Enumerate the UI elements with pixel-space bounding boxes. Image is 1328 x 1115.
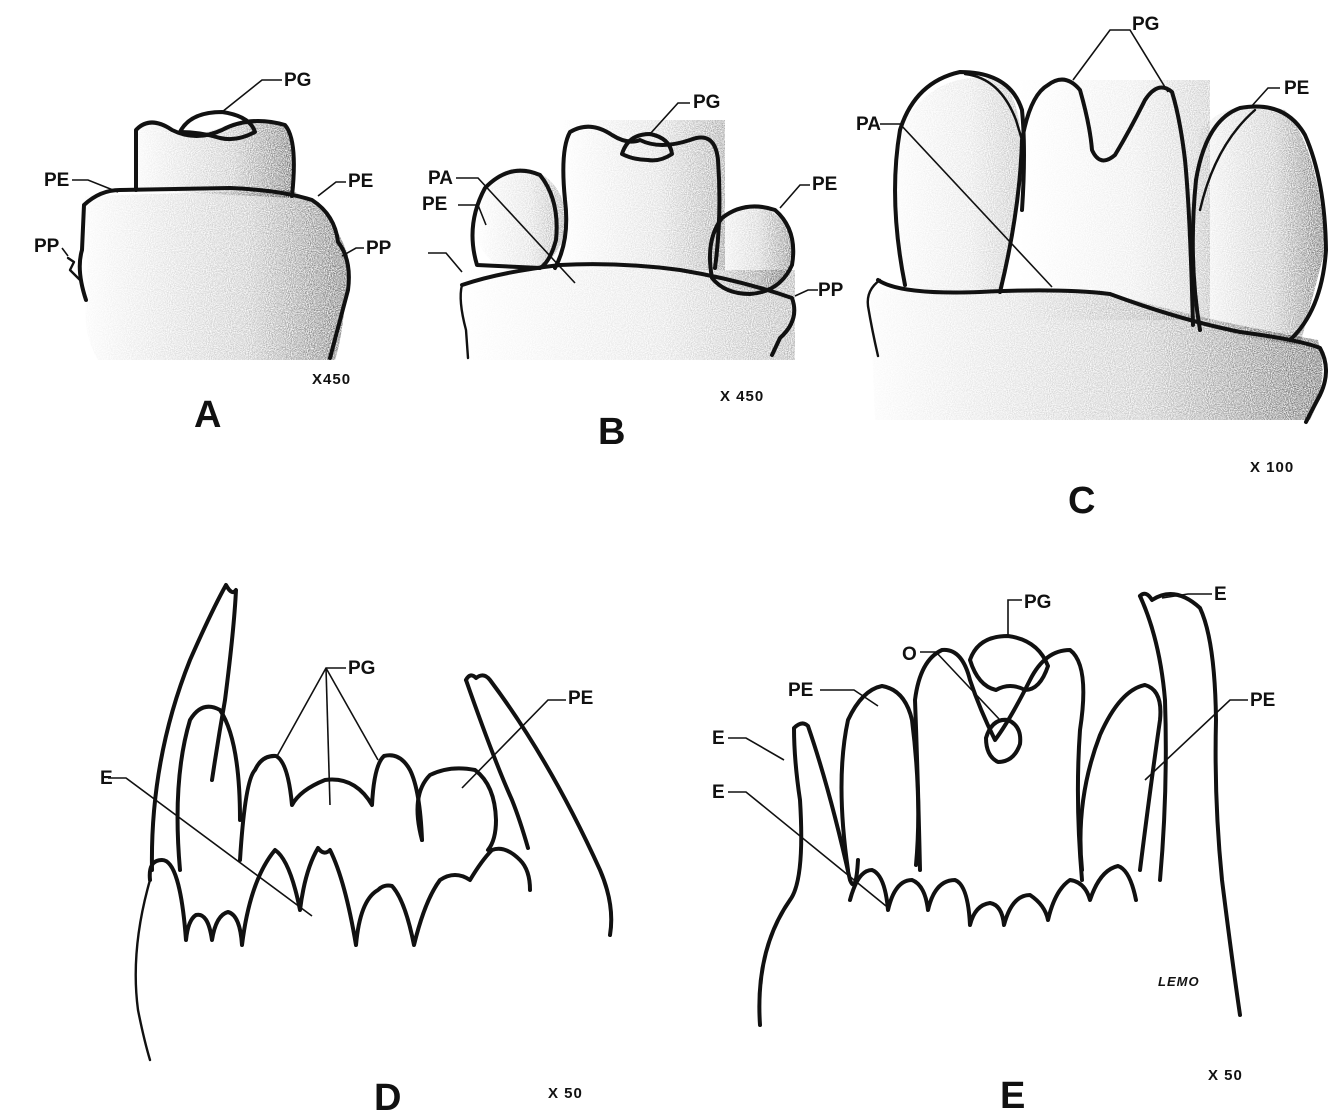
figure-a-shading <box>80 110 360 370</box>
figure-e-label-e-top: E <box>1214 584 1227 605</box>
figure-a-label-pg: PG <box>284 70 311 91</box>
figure-e-gland <box>915 650 1083 880</box>
figure-e-pe-left <box>842 686 919 870</box>
figure-a-label-pe-left: PE <box>44 170 69 191</box>
figure-e-magnification: X 50 <box>1208 1067 1243 1084</box>
figure-e-label-e-mid: E <box>712 728 725 749</box>
figure-e-right-spine <box>1140 594 1240 1015</box>
figure-e-label-pg: PG <box>1024 592 1051 613</box>
figure-d-left-spine <box>152 585 236 870</box>
figure-e-teeth <box>850 866 1136 925</box>
figure-b-label-pp: PP <box>818 280 844 301</box>
figure-a-label-pe-right: PE <box>348 171 373 192</box>
figure-d-base <box>136 880 150 1060</box>
figure-e-label-o: O <box>902 644 917 665</box>
figure-a: PG PE PE PP PP X450 A <box>34 70 392 436</box>
figure-a-label-pp-left: PP <box>34 236 60 257</box>
figure-e-pg-cap <box>970 636 1048 690</box>
figure-d-label-pe: PE <box>568 688 593 709</box>
figure-c: PG PE PA X 100 C <box>856 14 1328 522</box>
figure-c-label-pa: PA <box>856 114 881 135</box>
figure-d: PG E PE X 50 D <box>100 585 611 1115</box>
figure-d-pg-lobes <box>240 755 422 860</box>
artist-signature: LEMO <box>1158 974 1200 989</box>
figure-d-left-outer <box>178 707 240 870</box>
figure-d-right-spine <box>466 675 611 935</box>
figure-b-label-pg: PG <box>693 92 720 113</box>
figure-b-panel-label: B <box>598 411 625 453</box>
figure-b-label-pe-right: PE <box>812 174 837 195</box>
figure-b: PG PA PE PE PP X 450 B <box>422 92 844 453</box>
figure-b-magnification: X 450 <box>720 388 764 405</box>
figure-b-label-pa: PA <box>428 168 453 189</box>
figure-e-label-pe-left: PE <box>788 680 813 701</box>
figure-a-label-pp-right: PP <box>366 238 392 259</box>
figure-c-shading <box>865 70 1328 425</box>
figure-c-magnification: X 100 <box>1250 459 1294 476</box>
figure-e-panel-label: E <box>1000 1075 1025 1115</box>
figure-e-label-e-low: E <box>712 782 725 803</box>
figure-d-teeth <box>150 848 530 945</box>
figure-c-label-pe: PE <box>1284 78 1309 99</box>
figure-c-label-pg: PG <box>1132 14 1159 35</box>
figure-a-panel-label: A <box>194 394 221 436</box>
figure-d-pe-right <box>418 768 497 850</box>
figure-d-label-e: E <box>100 768 113 789</box>
figure-e: PG O E PE PE E E LEMO X 50 E <box>712 584 1275 1115</box>
figure-d-panel-label: D <box>374 1077 401 1115</box>
figure-a-magnification: X450 <box>312 371 351 388</box>
figure-d-label-pg: PG <box>348 658 375 679</box>
figure-c-panel-label: C <box>1068 480 1095 522</box>
figure-b-label-pe-left: PE <box>422 194 447 215</box>
figure-d-magnification: X 50 <box>548 1085 583 1102</box>
figure-e-label-pe-right: PE <box>1250 690 1275 711</box>
